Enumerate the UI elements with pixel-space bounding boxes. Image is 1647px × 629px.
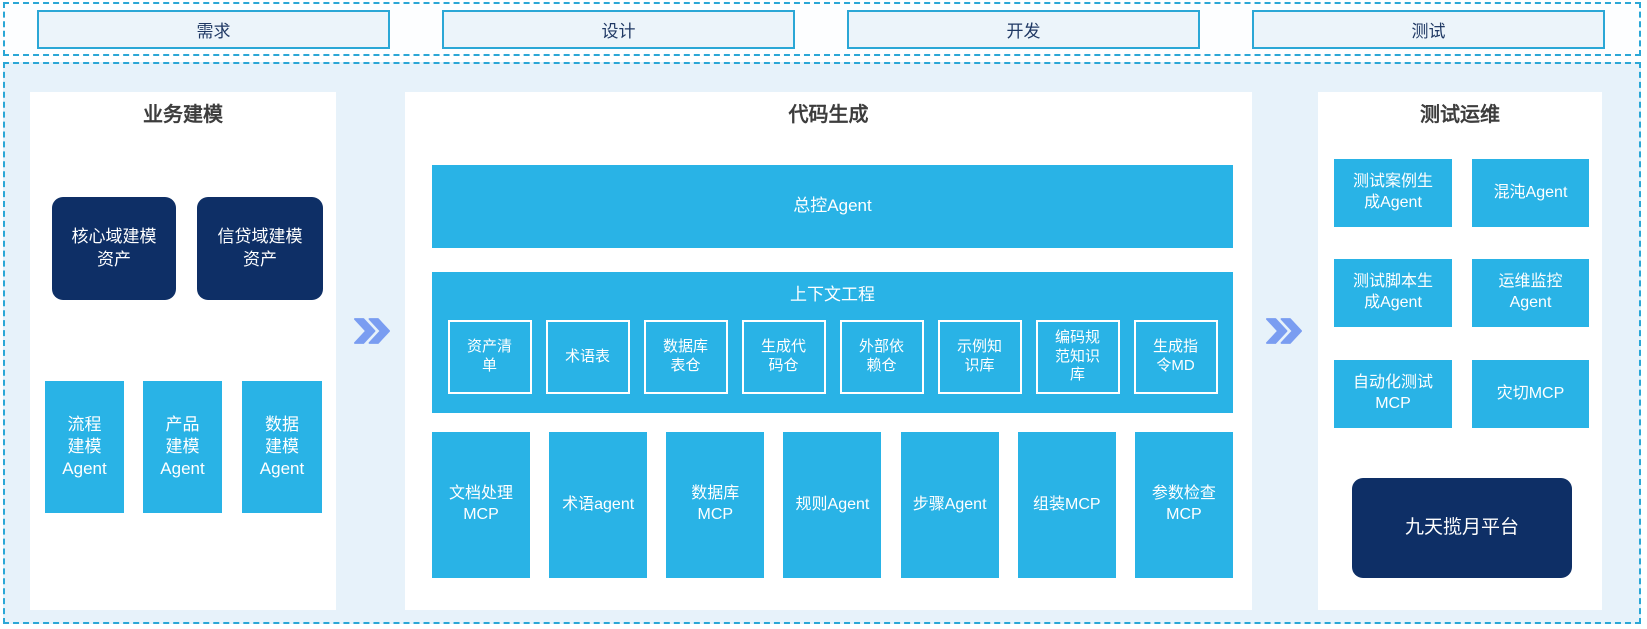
phase-box-design: 设计	[442, 10, 795, 49]
example-knowledge-base-box: 示例知 识库	[937, 320, 1022, 394]
test-case-generation-agent-box: 测试案例生 成Agent	[1334, 159, 1452, 227]
automated-testing-mcp-box: 自动化测试 MCP	[1334, 360, 1452, 428]
step-agent-box: 步骤Agent	[900, 432, 999, 578]
external-dependency-repo-box: 外部依 赖仓	[839, 320, 924, 394]
master-agent-bar: 总控Agent	[432, 165, 1233, 248]
context-engineering-items: 资产清 单 术语表 数据库 表仓 生成代 码仓 外部依 赖仓 示例知 识库 编码…	[432, 320, 1233, 394]
disaster-switch-mcp-box: 灾切MCP	[1472, 360, 1589, 428]
panel-business-modeling: 业务建模 核心域建模 资产 信贷域建模 资产 流程 建模 Agent 产品 建模…	[30, 92, 336, 610]
panel-title-test-ops: 测试运维	[1420, 104, 1500, 126]
coding-standard-knowledge-base-box: 编码规 范知识 库	[1035, 320, 1120, 394]
phase-box-development: 开发	[847, 10, 1200, 49]
product-modeling-agent-box: 产品 建模 Agent	[143, 381, 222, 513]
core-domain-modeling-assets-box: 核心域建模 资产	[52, 197, 176, 300]
chaos-agent-box: 混沌Agent	[1472, 159, 1589, 227]
jiutian-lanyue-platform-box: 九天揽月平台	[1352, 478, 1572, 578]
glossary-box: 术语表	[545, 320, 630, 394]
executor-row: 文档处理 MCP 术语agent 数据库 MCP 规则Agent 步骤Agent…	[432, 432, 1233, 578]
phase-strip: 需求 设计 开发 测试	[3, 2, 1641, 56]
data-modeling-agent-box: 数据 建模 Agent	[242, 381, 322, 513]
database-table-repo-box: 数据库 表仓	[643, 320, 728, 394]
credit-domain-modeling-assets-box: 信贷域建模 资产	[197, 197, 323, 300]
phase-box-testing: 测试	[1252, 10, 1605, 49]
rule-agent-box: 规则Agent	[783, 432, 882, 578]
context-engineering-title: 上下文工程	[790, 285, 875, 304]
parameter-check-mcp-box: 参数检查 MCP	[1134, 432, 1233, 578]
panel-code-generation: 代码生成 总控Agent 上下文工程 资产清 单 术语表 数据库 表仓 生成代 …	[405, 92, 1252, 610]
double-chevron-icon	[354, 316, 390, 346]
ops-monitoring-agent-box: 运维监控 Agent	[1472, 259, 1589, 327]
phase-box-requirements: 需求	[37, 10, 390, 49]
panel-title-code-generation: 代码生成	[788, 104, 869, 126]
assembly-mcp-box: 组装MCP	[1017, 432, 1116, 578]
asset-list-box: 资产清 单	[447, 320, 532, 394]
process-modeling-agent-box: 流程 建模 Agent	[45, 381, 124, 513]
generation-instruction-md-box: 生成指 令MD	[1133, 320, 1218, 394]
panel-test-ops: 测试运维 测试案例生 成Agent 混沌Agent 测试脚本生 成Agent 运…	[1318, 92, 1602, 610]
terminology-agent-box: 术语agent	[549, 432, 648, 578]
generated-code-repo-box: 生成代 码仓	[741, 320, 826, 394]
context-engineering-box: 上下文工程 资产清 单 术语表 数据库 表仓 生成代 码仓 外部依 赖仓 示例知…	[432, 272, 1233, 413]
document-processing-mcp-box: 文档处理 MCP	[432, 432, 530, 578]
database-mcp-box: 数据库 MCP	[666, 432, 765, 578]
panel-title-business-modeling: 业务建模	[143, 104, 223, 126]
test-script-generation-agent-box: 测试脚本生 成Agent	[1334, 259, 1452, 327]
double-chevron-icon	[1266, 316, 1302, 346]
